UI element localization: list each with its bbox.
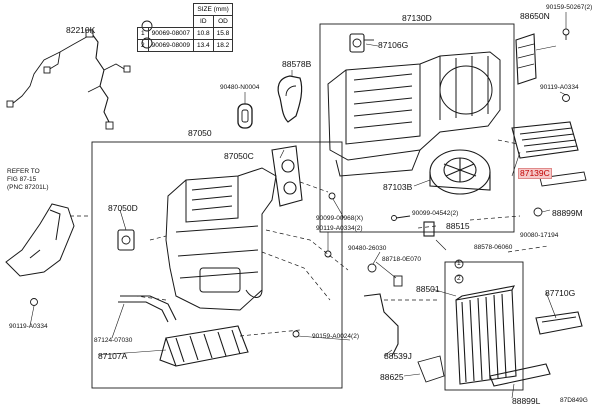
valve-88515 [423,221,435,237]
blower-fan-87103B [429,149,491,195]
note-line-2: FIG 87-15 [7,176,37,183]
label-88899M[interactable]: 88899M [552,208,583,218]
label-90480-N0004[interactable]: 90480-N0004 [220,84,260,91]
row-mark: 1 [137,27,149,40]
label-90099-04542[interactable]: 90099-04542(2) [412,210,459,217]
callout-1: 1 [457,260,461,267]
mode-door-87050C [271,145,303,207]
note-line-1: REFER TO [7,168,40,175]
bolt-90099-04542 [391,215,411,221]
label-88578B[interactable]: 88578B [282,59,312,69]
callout-2: 2 [457,275,461,282]
row-od: 18.2 [212,39,234,52]
hose-elbow-88578B [277,75,303,123]
label-87107A[interactable]: 87107A [98,351,128,361]
group-box-88501 [444,261,524,391]
group-box-87050 [91,141,343,389]
diagram-code: 87D849G [560,397,588,404]
label-90480-26030[interactable]: 90480-26030 [348,245,387,252]
clip-88718-0E070 [393,275,403,287]
heater-unit-87050 [165,167,277,311]
reference-note: REFER TO FIG 87-15 (PNC 87201L) [7,168,49,192]
label-82210K[interactable]: 82210K [66,25,96,35]
size-table-col-od: OD [212,15,234,28]
label-90119-A0334-left[interactable]: 90119-A0334 [9,323,48,330]
size-table-col-id: ID [192,15,214,28]
part-87710G [535,311,583,335]
row-od: 15.8 [212,27,234,40]
label-88515[interactable]: 88515 [446,221,470,231]
row-part: 90069-08007 [147,27,194,40]
clip-90480-N0004 [237,103,253,129]
label-87050[interactable]: 87050 [188,128,212,138]
label-88718-0E070[interactable]: 88718-0E070 [382,256,422,263]
label-87124-07030[interactable]: 87124-07030 [94,337,133,344]
label-90119-A0334-mid[interactable]: 90119-A0334(2) [316,225,363,232]
label-88625[interactable]: 88625 [380,372,404,382]
group-box-87130D [319,23,515,233]
screw-90099-00968 [328,192,336,200]
screw-90159-A0024 [292,330,300,338]
size-table-caption: SIZE (mm) [192,3,234,16]
grommet-90480-26030 [367,263,377,273]
strip-88899L [489,363,551,387]
wire-harness-82210K [6,29,131,130]
clip-90080-17194 [533,207,543,217]
filter-87139C [511,121,579,159]
strip-88899M [539,171,587,187]
table-row: 2 90069-08009 13.4 18.2 [137,39,234,52]
label-87050C[interactable]: 87050C [224,151,254,161]
label-90080-17194[interactable]: 90080-17194 [520,232,559,239]
label-90099-00968[interactable]: 90099-00968(X) [316,215,363,222]
label-88501[interactable]: 88501 [416,284,440,294]
label-90159-A0024[interactable]: 90159-A0024(2) [312,333,359,340]
row-id: 10.8 [192,27,214,40]
heater-core-87107A [159,325,249,367]
label-88539J[interactable]: 88539J [384,351,412,361]
clip-90119-A0334-top [562,94,570,102]
clip-90119-A0334-left [30,298,38,306]
label-87103B[interactable]: 87103B [383,182,413,192]
blower-case-87130D [327,51,501,177]
label-88650N[interactable]: 88650N [520,11,550,21]
tube-88539J [363,293,399,357]
label-87106G[interactable]: 87106G [378,40,409,50]
screw-90159-50267 [562,28,570,40]
label-87710G[interactable]: 87710G [545,288,576,298]
label-88578-06060[interactable]: 88578-06060 [474,244,513,251]
label-87130D[interactable]: 87130D [402,13,432,23]
sensor-88625 [417,355,445,383]
pipe-87124-07030 [118,295,177,323]
amplifier-88650N [515,33,537,85]
label-87050D[interactable]: 87050D [108,203,138,213]
label-90159-50267[interactable]: 90159-50267(2) [546,4,593,11]
label-88899L[interactable]: 88899L [512,396,541,406]
leader-lines [70,139,549,337]
size-table: SIZE (mm) ID OD 1 90069-08007 10.8 15.8 … [137,3,234,52]
table-row: 1 90069-08007 10.8 15.8 [137,27,234,40]
label-leaders [29,12,567,399]
motor-87106G [349,33,374,53]
label-87139C-highlighted[interactable]: 87139C [518,168,552,179]
row-part: 90069-08009 [147,39,194,52]
row-mark: 2 [137,39,149,52]
row-id: 13.4 [192,39,214,52]
evaporator-88501 [455,285,517,385]
label-90119-A0334-top[interactable]: 90119-A0334 [540,84,579,91]
servo-87050D [117,229,135,251]
duct-bracket [5,203,75,277]
note-line-3: (PNC 87201L) [7,184,49,191]
